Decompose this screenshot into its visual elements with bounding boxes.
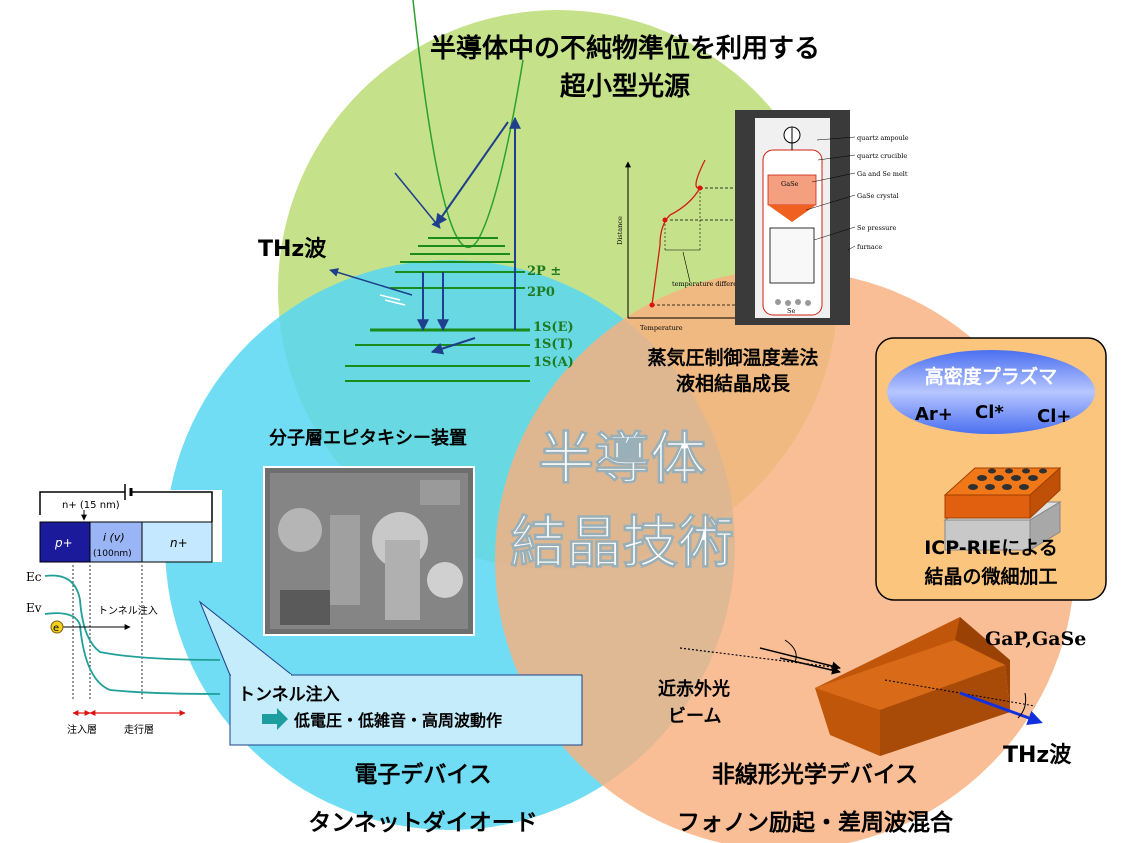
energy-level-diagram	[329, 0, 530, 382]
ampoule-se: Se	[787, 307, 795, 315]
plot-xlabel: Temperature	[640, 324, 683, 332]
top-title-line1: 半導体中の不純物準位を利用する	[430, 33, 820, 64]
level-2p-pm: 2P ±	[527, 264, 561, 279]
ion-cl-star: Cl*	[975, 402, 1004, 423]
inject-layer-label: 注入層	[67, 723, 97, 736]
furnace-label-furnace: furnace	[857, 243, 882, 251]
tunnel-callout	[198, 600, 583, 746]
icp-line1: ICP-RIEによる	[924, 537, 1058, 559]
thz-label-right: THz波	[1003, 743, 1072, 768]
left-device-line2: タンネットダイオード	[308, 809, 538, 836]
nonlinear-crystal	[679, 617, 1043, 756]
furnace-label-crystal: GaSe crystal	[857, 192, 899, 200]
plasma-box	[875, 337, 1107, 601]
right-device-line1: 非線形光学デバイス	[712, 761, 918, 788]
crucible-text: GaSe	[781, 180, 799, 188]
level-1s-t: 1S(T)	[533, 337, 573, 352]
band-diagram	[27, 484, 222, 716]
top-title-line2: 超小型光源	[560, 72, 690, 102]
electron-label: e	[53, 623, 59, 634]
furnace-label-crucible: quartz crucible	[857, 152, 907, 160]
furnace-label-melt: Ga and Se melt	[857, 170, 908, 178]
center-title-line1: 半導体	[538, 427, 706, 492]
left-device-line1: 電子デバイス	[354, 761, 491, 788]
parabola-curve	[412, 0, 524, 248]
plot-ylabel: Distance	[616, 216, 624, 245]
level-2p0: 2P0	[527, 285, 555, 300]
mbe-photo	[263, 466, 475, 636]
growth-title-line1: 蒸気圧制御温度差法	[647, 346, 818, 369]
ion-cl-plus: Cl+	[1037, 406, 1071, 427]
plot-note: temperature difference	[672, 280, 749, 288]
furnace-illustration	[735, 110, 856, 325]
n-plus-label: n+	[170, 536, 188, 550]
tunnel-arrow-label: トンネル注入	[98, 604, 158, 617]
thz-label-top: THz波	[258, 237, 327, 262]
right-device-line2: フォノン励起・差周波混合	[677, 809, 954, 836]
growth-title-line2: 液相結晶成長	[676, 372, 791, 395]
growth-temperature-plot	[625, 159, 768, 321]
icp-line2: 結晶の微細加工	[924, 565, 1057, 588]
ec-label: Ec	[26, 570, 42, 584]
n-plus-top-label: n+ (15 nm)	[62, 500, 120, 511]
crystal-label: GaP,GaSe	[985, 628, 1086, 650]
callout-item: 低電圧・低雑音・高周波動作	[293, 711, 502, 730]
level-1s-e: 1S(E)	[533, 320, 574, 335]
center-title-line2: 結晶技術	[510, 511, 734, 576]
callout-title: トンネル注入	[238, 684, 340, 705]
p-plus-label: p+	[54, 536, 73, 550]
ion-ar: Ar+	[915, 404, 953, 425]
ev-label: Ev	[26, 601, 42, 615]
furnace-label-se-pressure: Se pressure	[857, 224, 896, 232]
beam-line2: ビーム	[668, 706, 721, 727]
i-layer-label: i (v)	[103, 531, 125, 544]
level-1s-a: 1S(A)	[533, 355, 574, 370]
furnace-label-ampoule: quartz ampoule	[857, 134, 909, 142]
mbe-title: 分子層エピタキシー装置	[269, 427, 467, 449]
beam-line1: 近赤外光	[658, 678, 730, 700]
plasma-label: 高密度プラズマ	[925, 365, 1058, 388]
drift-layer-label: 走行層	[124, 723, 154, 736]
i-layer-thickness: (100nm)	[93, 549, 132, 559]
